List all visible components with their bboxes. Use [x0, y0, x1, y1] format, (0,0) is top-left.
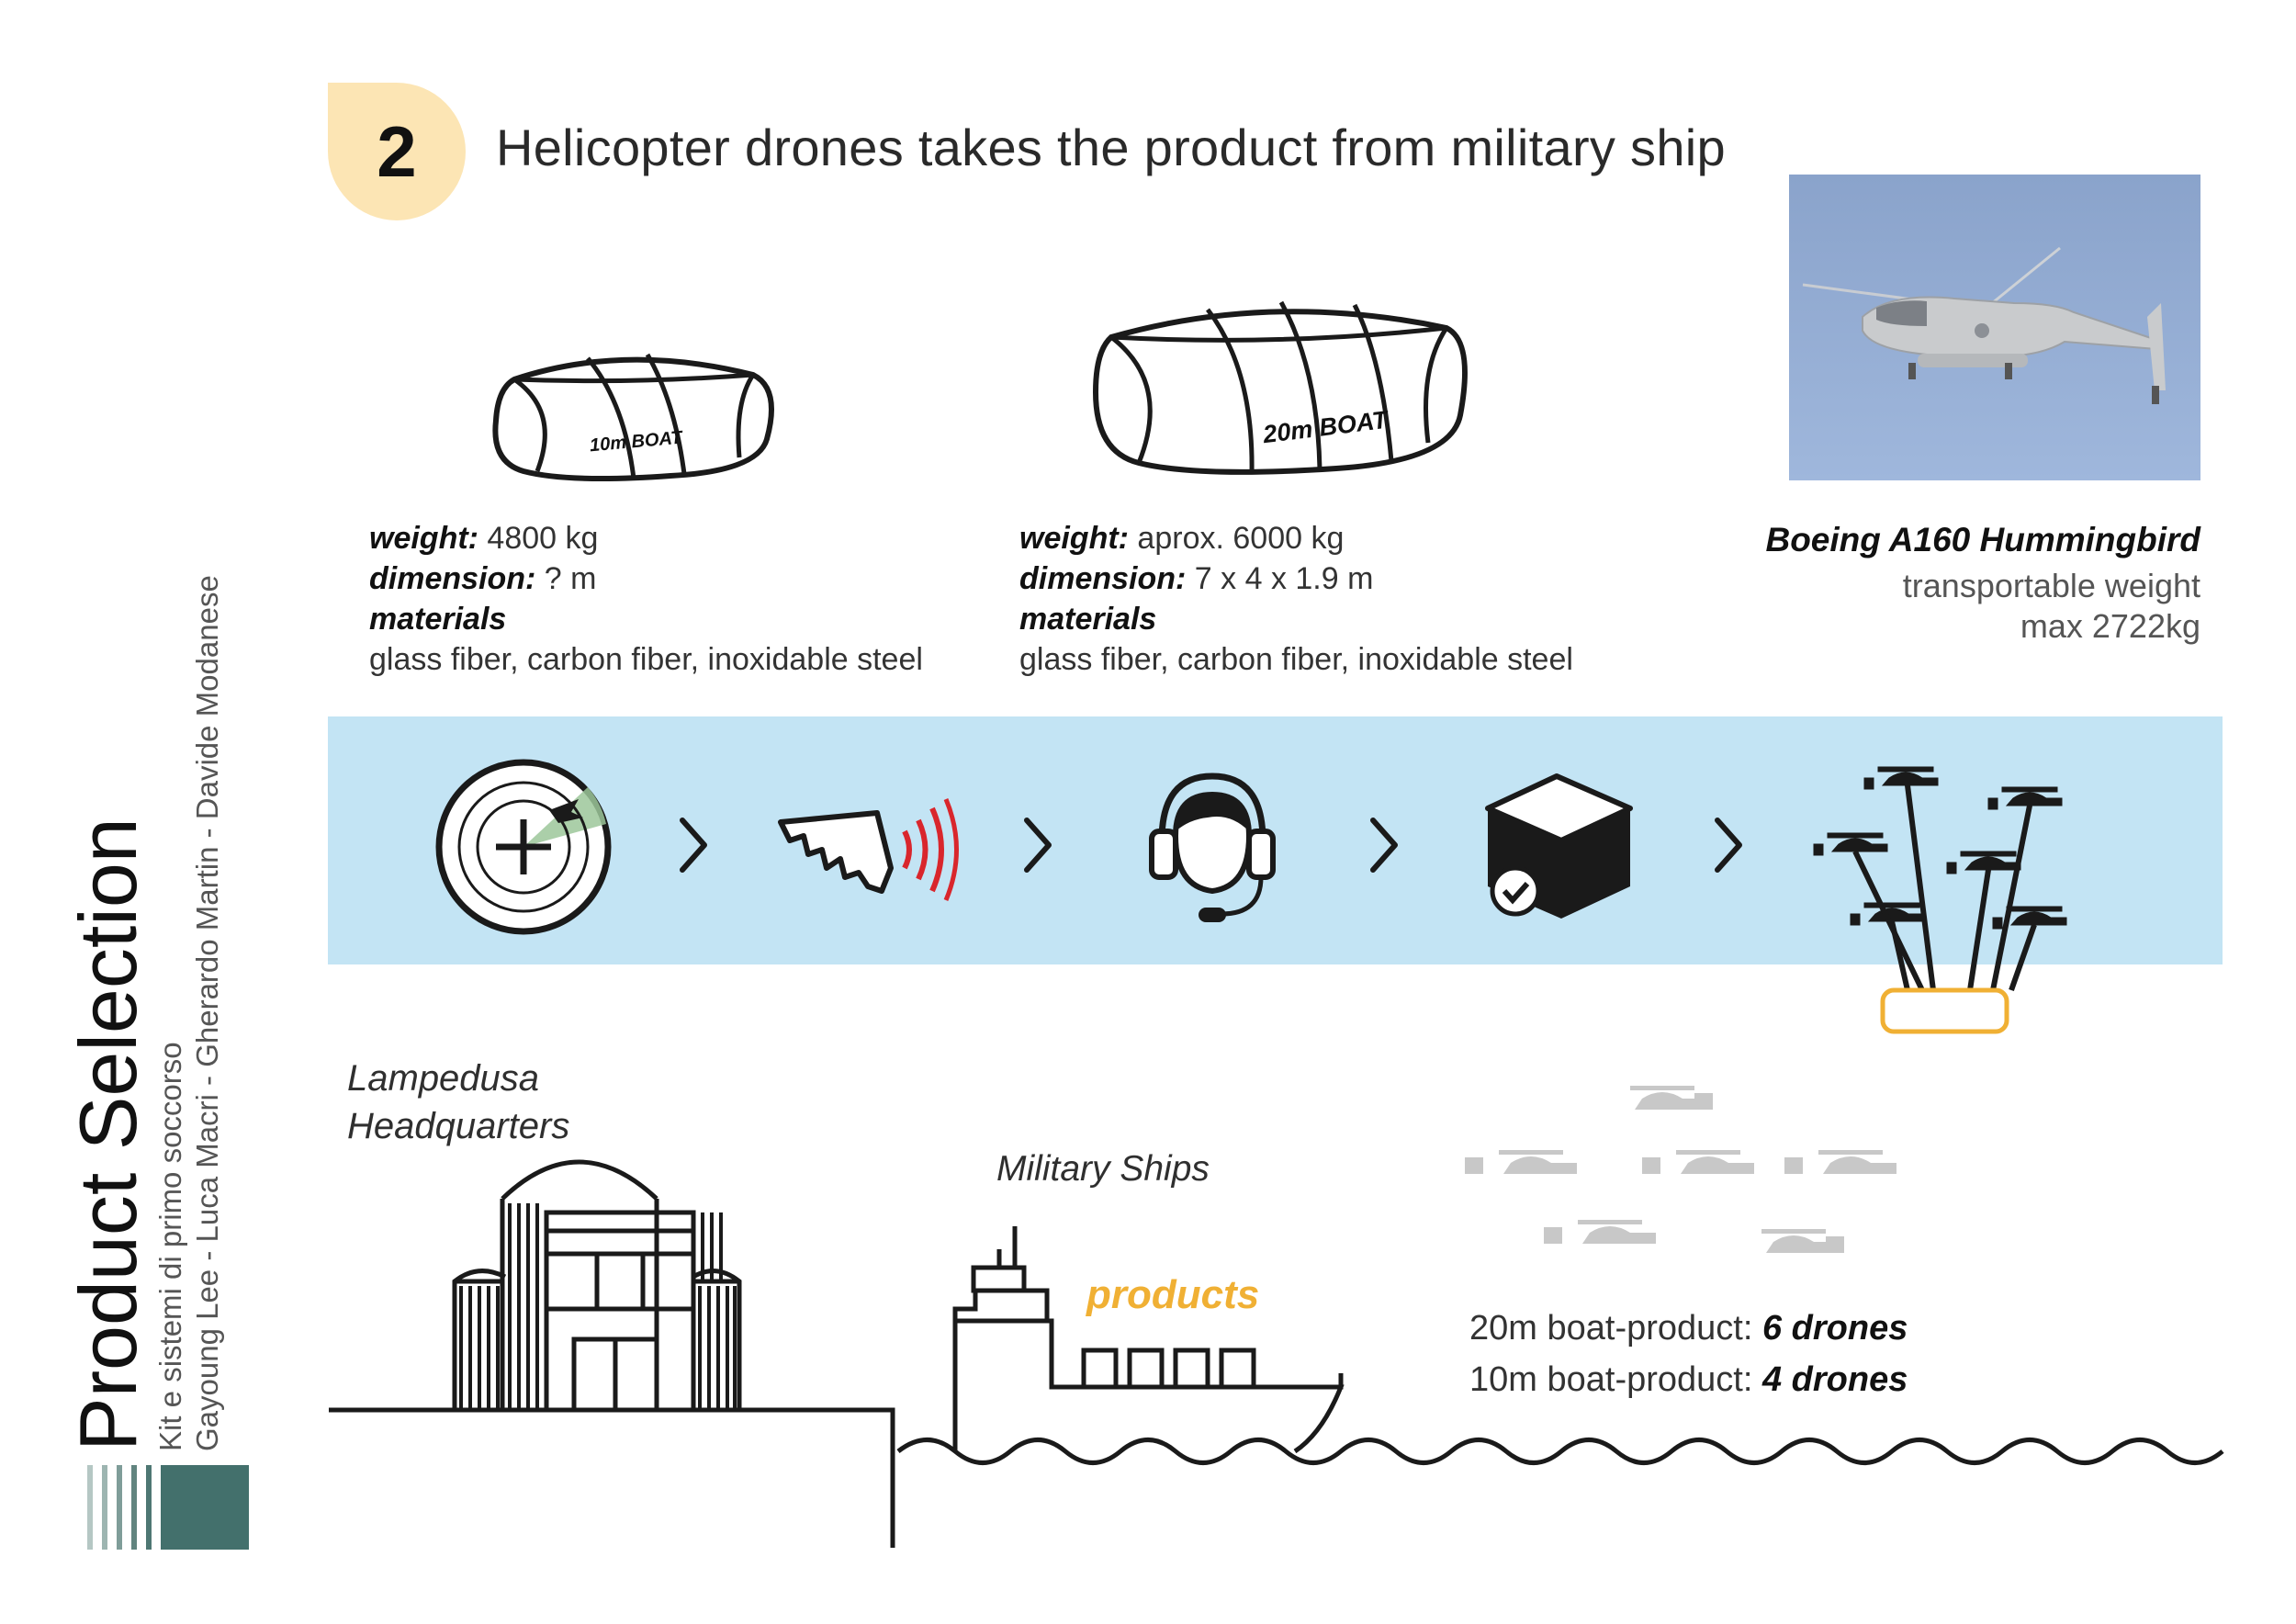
page-title: Helicopter drones takes the product from…: [496, 118, 1726, 176]
ground-scene: [329, 1159, 2224, 1548]
drone-swarm-icon: [1813, 766, 2067, 1034]
hq-label-line2: Headquarters: [347, 1106, 570, 1146]
sidebar: Product Selection Kit e sistemi di primo…: [62, 575, 226, 1451]
hq-label: Lampedusa Headquarters: [347, 1054, 569, 1150]
gray-drones-fleet: [1465, 1086, 1896, 1253]
stealth-bomber-signal-icon: [778, 798, 959, 901]
military-ships-label: Military Ships: [996, 1149, 1210, 1189]
step-number: 2: [377, 111, 417, 192]
radar-icon: [435, 759, 612, 935]
count-20m: 20m boat-product: 6 drones: [1469, 1309, 1908, 1348]
materials-label: materials: [369, 602, 507, 637]
count-10m: 10m boat-product: 4 drones: [1469, 1360, 1908, 1399]
chevron-right-icon: [680, 818, 707, 873]
chevron-right-icon: [1024, 818, 1052, 873]
sidebar-authors: Gayoung Lee - Luca Macri - Gherardo Mart…: [190, 575, 224, 1451]
weight-value: 4800 kg: [478, 521, 599, 556]
sidebar-title: Product Selection: [62, 818, 153, 1451]
dimension-label: dimension:: [369, 561, 536, 596]
helicopter-weight-line2: max 2722kg: [2020, 607, 2200, 645]
chevron-right-icon: [1715, 818, 1742, 873]
package-check-icon: [1485, 773, 1633, 919]
materials-value: glass fiber, carbon fiber, inoxidable st…: [1019, 642, 1573, 677]
boat-10m-specs: weight: 4800 kg dimension: ? m materials…: [369, 518, 923, 680]
sidebar-stripes-decoration: [87, 1465, 249, 1550]
hq-label-line1: Lampedusa: [347, 1058, 540, 1099]
weight-value: aprox. 6000 kg: [1128, 521, 1345, 556]
weight-label: weight:: [369, 521, 478, 556]
boat-20m-specs: weight: aprox. 6000 kg dimension: 7 x 4 …: [1019, 518, 1573, 680]
helicopter-name: Boeing A160 Hummingbird: [1765, 521, 2200, 558]
drone-counts: 20m boat-product: 6 drones 10m boat-prod…: [1469, 1303, 1908, 1405]
step-badge: [328, 83, 466, 220]
boat-20m-icon: [1092, 300, 1468, 475]
weight-label: weight:: [1019, 521, 1129, 556]
helicopter-caption: Boeing A160 Hummingbird transportable we…: [1765, 514, 2200, 647]
boat-10m-icon: [492, 353, 774, 482]
sidebar-subtitle: Kit e sistemi di primo soccorso: [153, 1042, 187, 1451]
hq-dome: [501, 1159, 658, 1201]
dimension-label: dimension:: [1019, 561, 1187, 596]
operator-headset-icon: [1149, 773, 1276, 922]
materials-value: glass fiber, carbon fiber, inoxidable st…: [369, 642, 923, 677]
products-label: products: [1086, 1272, 1260, 1317]
dimension-value: ? m: [535, 561, 597, 596]
helicopter-weight-line1: transportable weight: [1902, 567, 2200, 604]
ground-line: [329, 1407, 895, 1548]
dimension-value: 7 x 4 x 1.9 m: [1186, 561, 1374, 596]
helicopter-photo: [1789, 175, 2200, 480]
chevron-right-icon: [1370, 818, 1398, 873]
materials-label: materials: [1019, 602, 1157, 637]
